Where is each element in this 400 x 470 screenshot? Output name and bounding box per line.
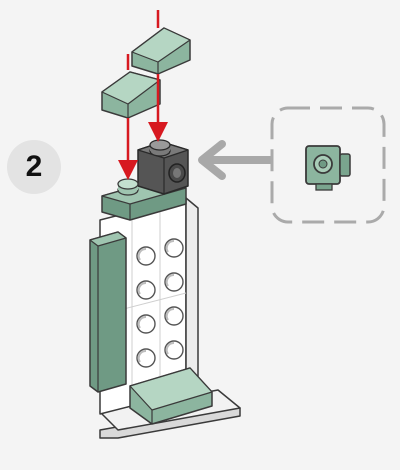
sand-green-tall-panel: [90, 232, 126, 392]
falling-slope-lower: [102, 72, 160, 118]
gray-pointer-arrow: [202, 144, 270, 176]
falling-slope-upper: [132, 28, 190, 74]
